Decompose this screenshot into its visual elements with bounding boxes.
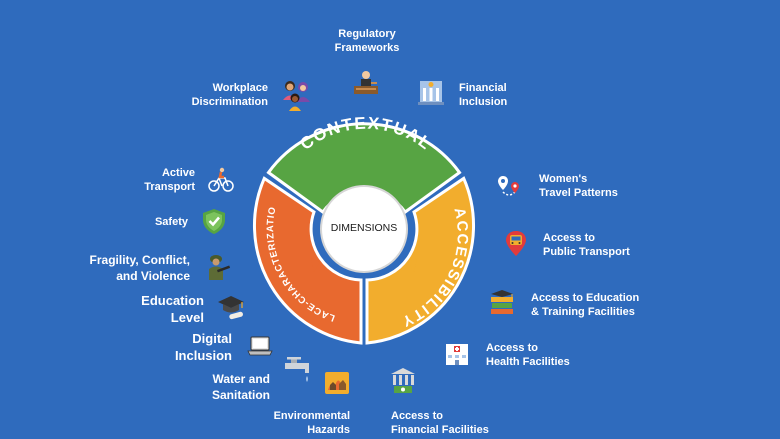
label-line: Inclusion xyxy=(174,348,232,363)
label-line: Public Transport xyxy=(543,246,630,258)
access-health-label: Access to Health Facilities xyxy=(486,341,570,369)
label-line: & Training Facilities xyxy=(531,306,635,318)
label-line: Regulatory xyxy=(338,28,396,40)
access-financial-facilities-label: Access to Financial Facilities xyxy=(391,409,489,437)
center-label: DIMENSIONS xyxy=(330,222,398,234)
graduation-cap-icon xyxy=(218,296,244,320)
label-line: Environmental xyxy=(273,410,350,422)
water-tap-icon xyxy=(285,357,309,382)
label-line: Education xyxy=(141,293,204,308)
water-sanitation-label: Water and Sanitation xyxy=(190,371,270,403)
label-line: Workplace xyxy=(212,82,268,94)
center-circle xyxy=(320,185,408,273)
courtroom-icon xyxy=(354,71,378,94)
cyclist-icon xyxy=(208,167,234,192)
label-line: Digital xyxy=(192,331,232,346)
label-line: Water and xyxy=(212,372,270,386)
label-line: Access to Education xyxy=(531,292,640,304)
label-line: Discrimination xyxy=(191,96,268,108)
label-line: Financial Facilities xyxy=(391,424,489,436)
label-line: Access to xyxy=(391,410,443,422)
label-line: Access to xyxy=(543,232,595,244)
label-line: Hazards xyxy=(307,424,350,436)
laptop-icon xyxy=(247,336,273,356)
label-line: Level xyxy=(170,310,204,325)
bus-pin-icon xyxy=(506,231,526,256)
label-line: and Violence xyxy=(116,269,190,283)
hospital-icon xyxy=(446,344,468,365)
women-group-icon xyxy=(283,81,310,111)
womens-travel-patterns-label: Women's Travel Patterns xyxy=(539,172,618,200)
place-segment xyxy=(253,176,363,345)
fragility-conflict-violence-label: Fragility, Conflict, and Violence xyxy=(60,252,190,284)
hazard-icon xyxy=(325,372,349,394)
label-line: Access to xyxy=(486,342,538,354)
label-line: Fragility, Conflict, xyxy=(89,253,190,267)
label-line: Transport xyxy=(144,181,195,193)
label-line: Travel Patterns xyxy=(539,187,618,199)
financial-inclusion-label: Financial Inclusion xyxy=(459,81,507,109)
education-level-label: Education Level xyxy=(120,292,204,326)
label-line: Sanitation xyxy=(211,388,270,402)
bank-cash-icon xyxy=(391,368,415,393)
books-icon xyxy=(491,290,513,314)
bank-building-icon xyxy=(418,81,444,105)
workplace-discrimination-label: Workplace Discrimination xyxy=(178,81,268,109)
access-education-label: Access to Education & Training Facilitie… xyxy=(531,291,639,319)
digital-inclusion-label: Digital Inclusion xyxy=(150,330,232,364)
label-line: Frameworks xyxy=(334,42,400,54)
access-public-transport-label: Access to Public Transport xyxy=(543,231,630,259)
soldier-icon xyxy=(209,255,231,280)
route-pin-icon xyxy=(498,176,519,196)
shield-check-icon xyxy=(203,209,225,234)
label-line: Financial xyxy=(459,82,507,94)
label-line: Active xyxy=(161,167,195,179)
label-line: Inclusion xyxy=(459,96,508,108)
environmental-hazards-label: Environmental Hazards xyxy=(258,409,350,437)
label-line: Health Facilities xyxy=(486,356,570,368)
safety-label: Safety xyxy=(154,216,188,228)
active-transport-label: Active Transport xyxy=(115,166,195,194)
accessibility-segment xyxy=(365,176,475,345)
regulatory-frameworks-label: Regulatory Frameworks xyxy=(322,27,412,55)
label-line: Women's xyxy=(539,173,588,185)
